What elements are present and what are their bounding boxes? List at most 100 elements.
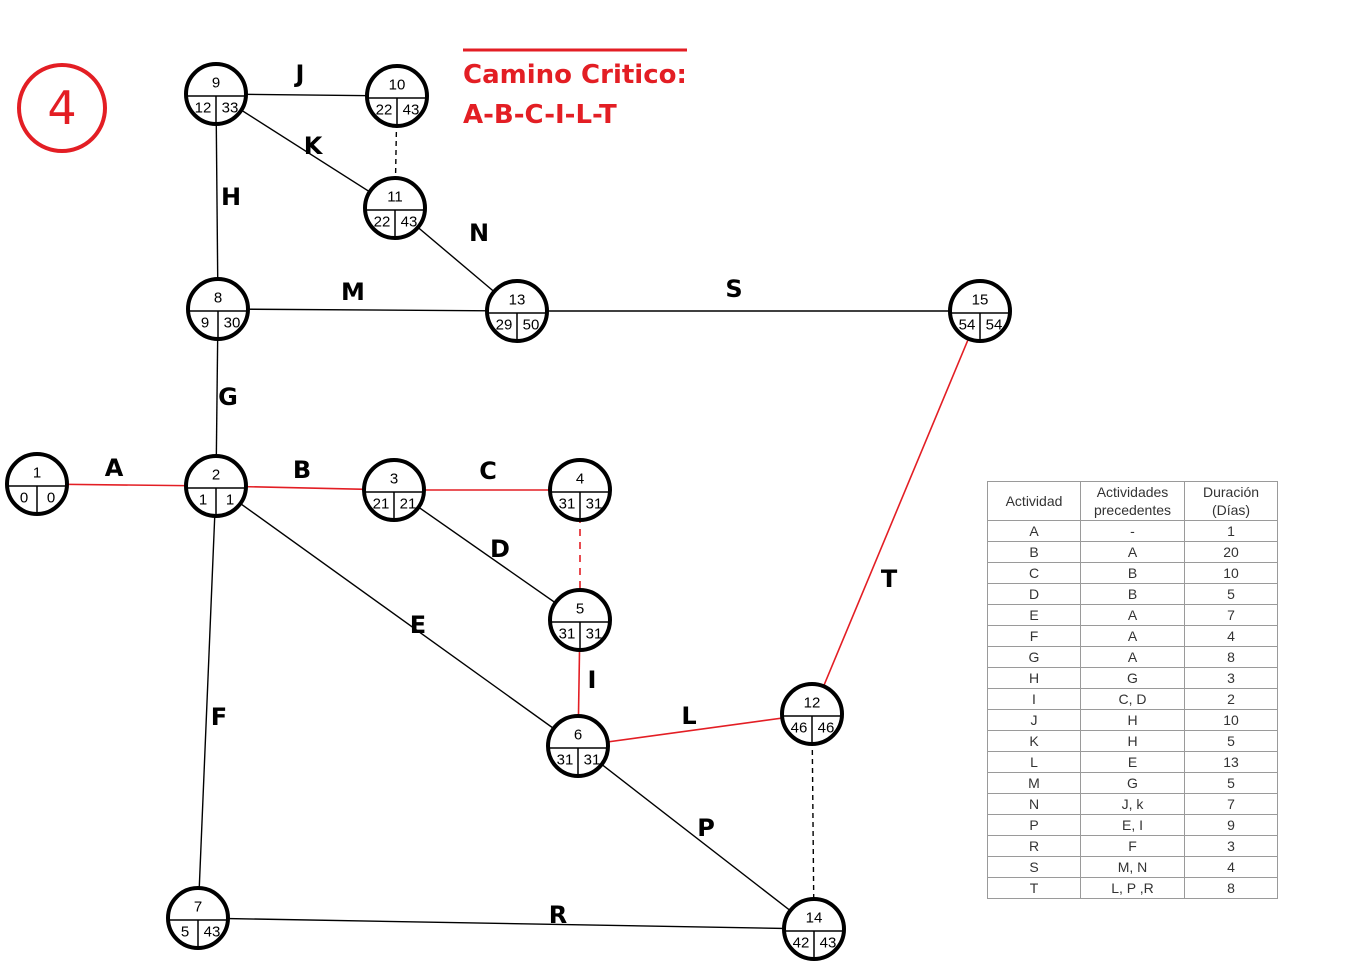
cell-activity: R	[987, 835, 1081, 857]
activity-edge-R	[197, 917, 815, 930]
node-number: 5	[576, 601, 584, 618]
node-late-start: 43	[403, 102, 420, 119]
cell-activity: G	[987, 646, 1081, 668]
activity-edge-H	[215, 93, 219, 310]
activity-edge-L	[577, 713, 813, 747]
activity-table: Actividad Actividades precedentes Duraci…	[987, 481, 1278, 899]
activity-edge-F	[197, 485, 217, 919]
node-number: 14	[806, 910, 823, 927]
node-late-start: 43	[204, 924, 221, 941]
cell-duration: 4	[1184, 625, 1278, 647]
node-early-start: 22	[376, 102, 393, 119]
cell-duration: 5	[1184, 772, 1278, 794]
activity-label-L: L	[681, 702, 696, 730]
node-early-start: 9	[201, 315, 209, 332]
node-late-start: 43	[820, 935, 837, 952]
cell-duration: 8	[1184, 877, 1278, 899]
node-early-start: 46	[791, 720, 808, 737]
cell-activity: J	[987, 709, 1081, 731]
cell-duration: 2	[1184, 688, 1278, 710]
node-early-start: 54	[959, 317, 976, 334]
node-early-start: 42	[793, 935, 810, 952]
node-number: 9	[212, 75, 220, 92]
node-number: 2	[212, 467, 220, 484]
activity-label-F: F	[211, 703, 227, 731]
cell-duration: 1	[1184, 520, 1278, 542]
cell-predecessors: B	[1080, 583, 1185, 605]
activity-edge-E	[215, 485, 579, 747]
cell-activity: L	[987, 751, 1081, 773]
event-node-12: 12 46 46	[780, 682, 844, 746]
cell-predecessors: A	[1080, 541, 1185, 563]
node-early-start: 0	[20, 490, 28, 507]
cell-activity: D	[987, 583, 1081, 605]
cell-duration: 8	[1184, 646, 1278, 668]
activity-label-N: N	[469, 219, 489, 247]
cell-duration: 3	[1184, 667, 1278, 689]
activity-label-D: D	[490, 535, 510, 563]
cell-duration: 9	[1184, 814, 1278, 836]
activity-label-G: G	[218, 383, 238, 411]
table-header-duration: Duración (Días)	[1184, 481, 1278, 521]
cell-predecessors: L, P ,R	[1080, 877, 1185, 899]
activity-edge-T	[811, 310, 981, 715]
cell-predecessors: E	[1080, 751, 1185, 773]
title-underline	[463, 48, 687, 52]
cell-predecessors: H	[1080, 709, 1185, 731]
cell-activity: H	[987, 667, 1081, 689]
cell-predecessors: E, I	[1080, 814, 1185, 836]
node-late-start: 33	[222, 100, 239, 117]
cell-predecessors: C, D	[1080, 688, 1185, 710]
cell-predecessors: -	[1080, 520, 1185, 542]
node-early-start: 1	[199, 492, 207, 509]
activity-label-M: M	[341, 278, 365, 306]
cell-predecessors: M, N	[1080, 856, 1185, 878]
activity-label-K: K	[304, 132, 324, 160]
cell-duration: 10	[1184, 709, 1278, 731]
node-early-start: 31	[559, 626, 576, 643]
cell-predecessors: A	[1080, 604, 1185, 626]
cell-duration: 7	[1184, 604, 1278, 626]
step-number-badge: 4	[17, 63, 107, 153]
activity-label-I: I	[588, 666, 597, 694]
activity-label-C: C	[479, 457, 497, 485]
critical-path-title: Camino Critico:	[463, 60, 687, 90]
cell-activity: M	[987, 772, 1081, 794]
event-node-14: 14 42 43	[782, 897, 846, 961]
cell-activity: C	[987, 562, 1081, 584]
node-number: 8	[214, 290, 222, 307]
cell-duration: 5	[1184, 583, 1278, 605]
cell-activity: S	[987, 856, 1081, 878]
node-number: 15	[972, 292, 989, 309]
node-late-start: 31	[586, 626, 603, 643]
dummy-edge-12-14	[811, 713, 815, 930]
node-late-start: 43	[401, 214, 418, 231]
event-node-5: 531 31	[548, 588, 612, 652]
table-header-row: Actividad Actividades precedentes Duraci…	[987, 481, 1278, 521]
node-late-start: 46	[818, 720, 835, 737]
node-early-start: 12	[195, 100, 212, 117]
node-number: 12	[804, 695, 821, 712]
activity-label-A: A	[105, 454, 124, 482]
node-number: 7	[194, 899, 202, 916]
node-number: 13	[509, 292, 526, 309]
